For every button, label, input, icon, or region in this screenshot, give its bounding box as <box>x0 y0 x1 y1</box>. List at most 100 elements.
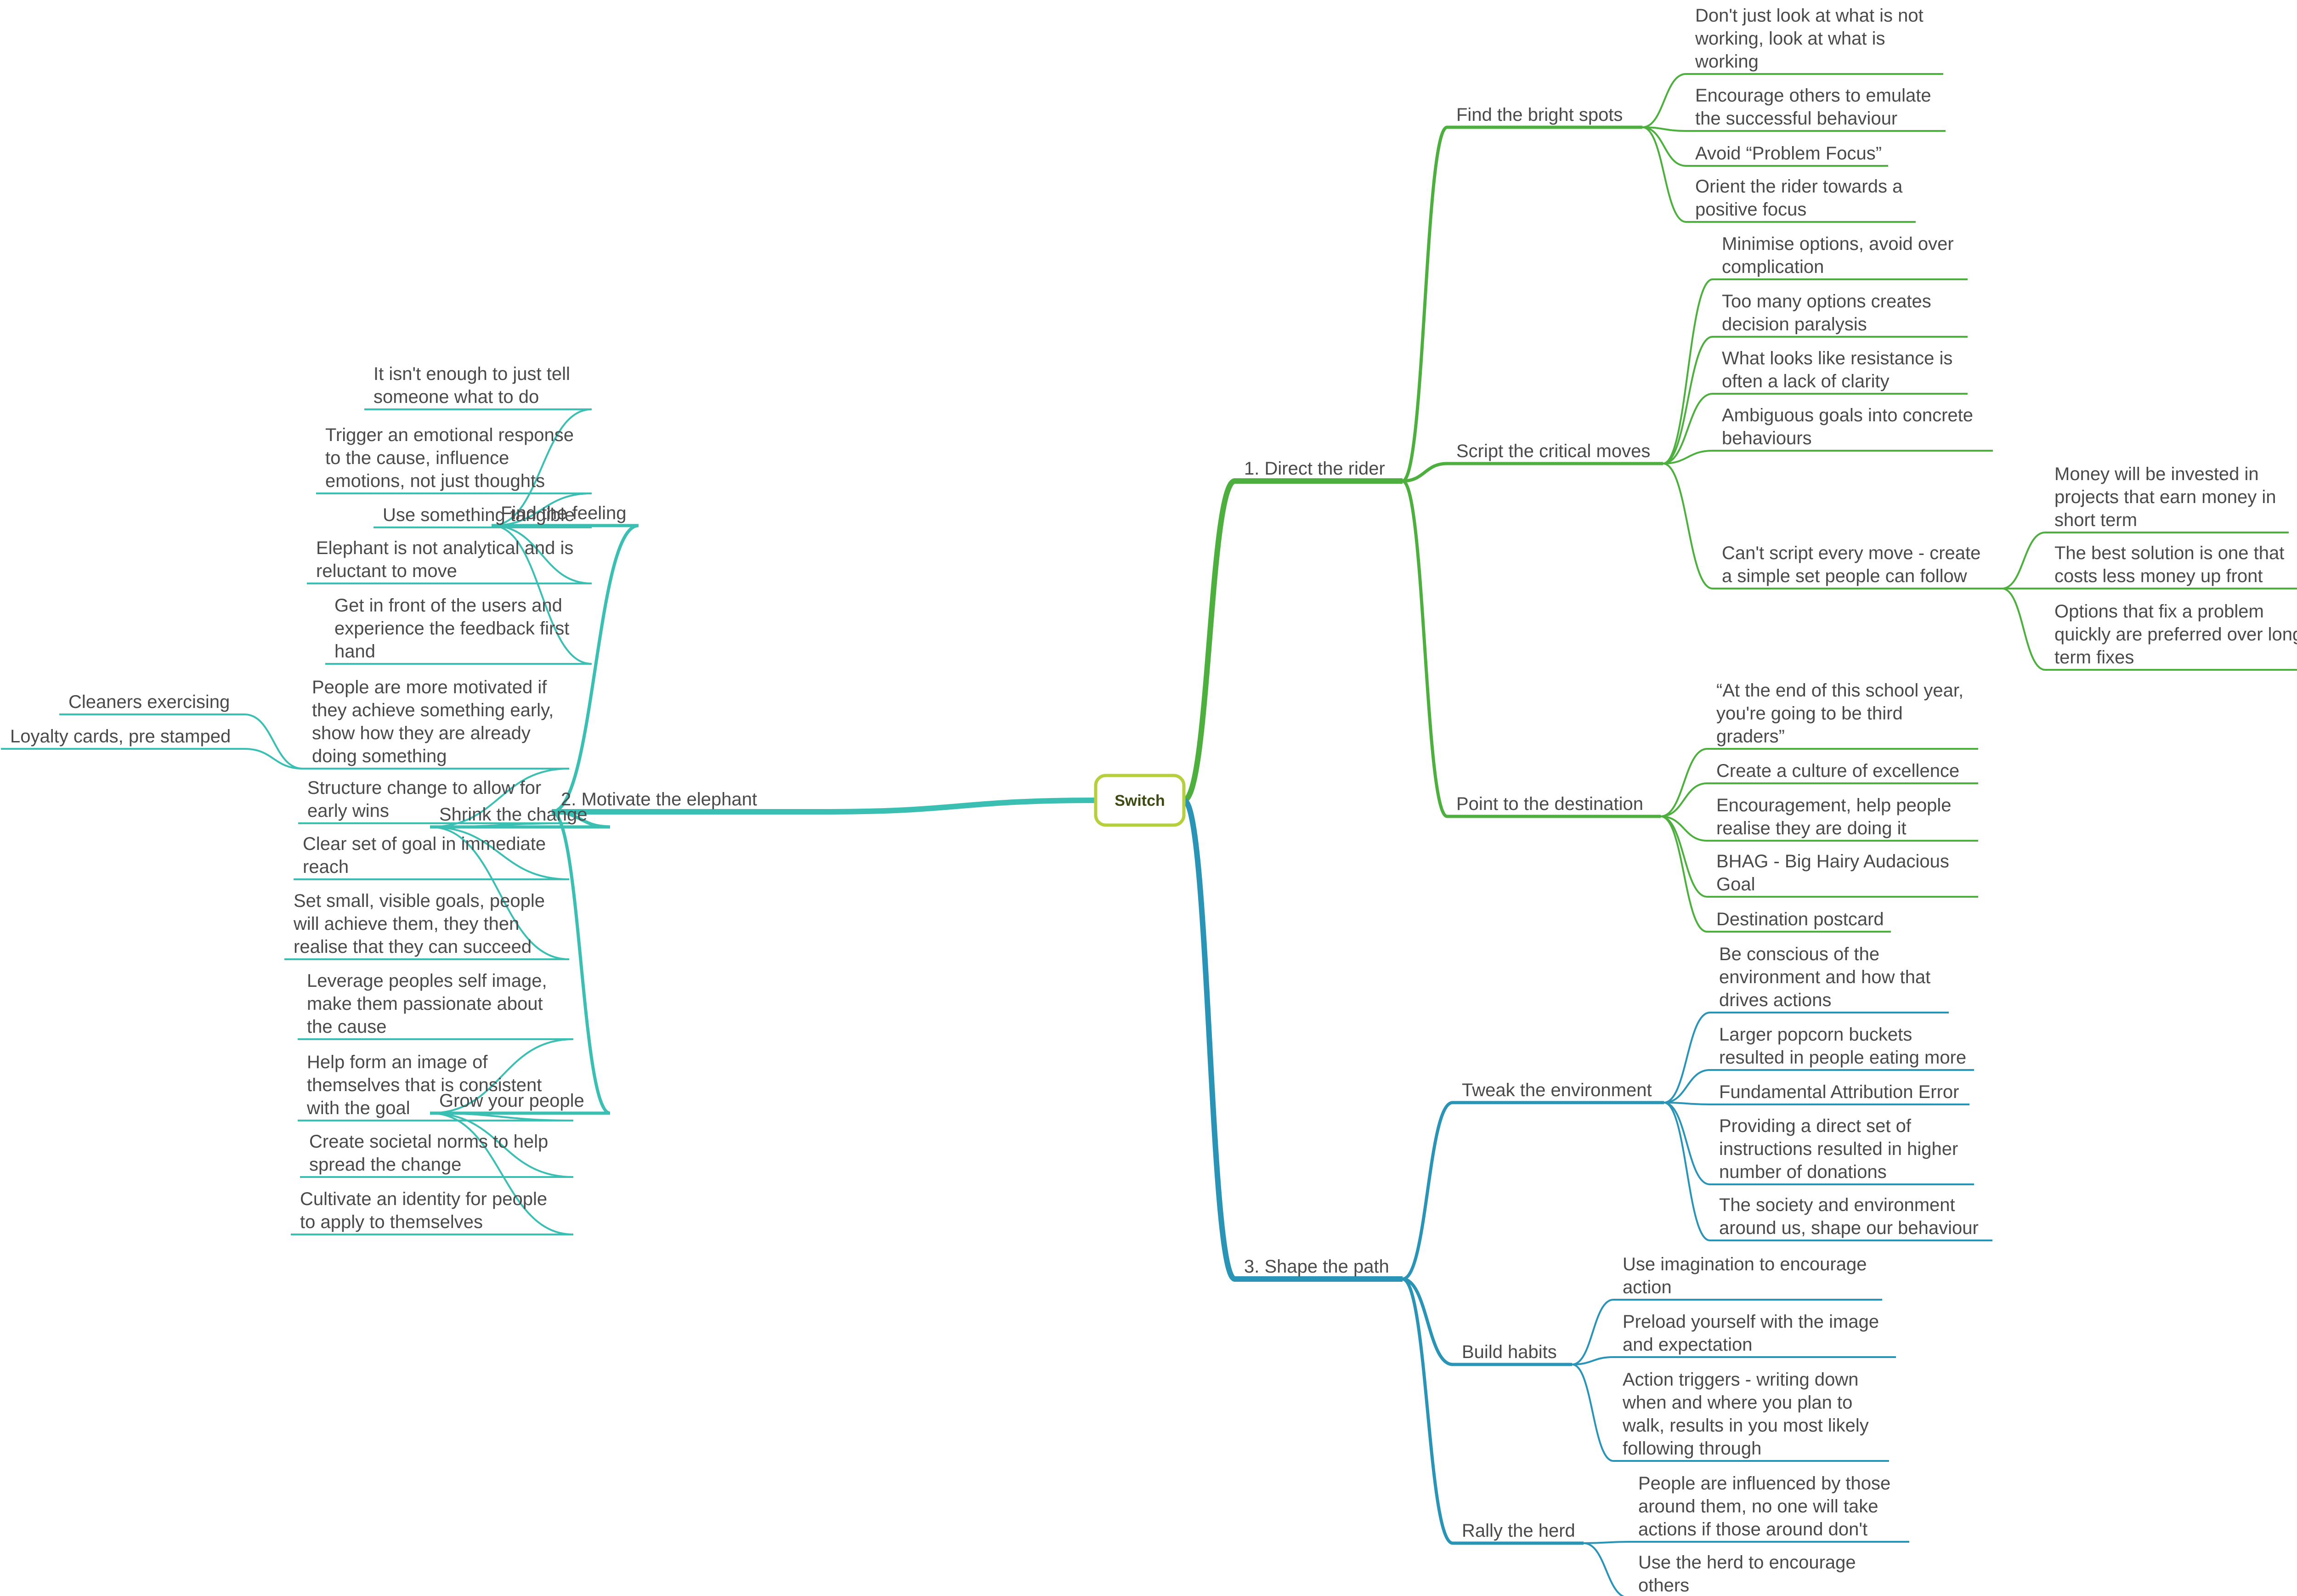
root-box[interactable] <box>1094 774 1186 827</box>
branch-rider-3[interactable]: Point to the destination <box>1456 794 1643 814</box>
branch-rider-2-5-line: a simple set people can follow <box>1722 566 1967 586</box>
branch-path[interactable]: 3. Shape the path <box>1244 1256 1389 1277</box>
branch-elephant-3-3[interactable]: Create societal norms to help spread the … <box>309 1132 548 1175</box>
branch-rider-2-1-connector <box>1663 278 1713 464</box>
root-label: Switch <box>1115 792 1165 809</box>
branch-rider-1-4-line: positive focus <box>1695 199 1806 220</box>
branch-rider-1-1-connector <box>1642 73 1686 128</box>
branch-elephant-2-1-1[interactable]: Cleaners exercising <box>68 692 230 712</box>
branch-elephant-3-3-line: spread the change <box>309 1155 461 1175</box>
branch-path-1-5-connector <box>1663 1102 1710 1241</box>
branch-path-1-1-line: Be conscious of the <box>1719 944 1879 964</box>
branch-elephant-1-5[interactable]: Get in front of the users andexperience … <box>334 595 569 662</box>
branch-path-2-3-line: walk, results in you most likely <box>1622 1415 1869 1436</box>
branch-elephant-3-2-line: Help form an image of <box>307 1052 488 1072</box>
branch-path-3[interactable]: Rally the herd <box>1462 1521 1575 1541</box>
branch-rider-2-5-1-connector <box>2002 532 2046 589</box>
branch-rider[interactable]: 1. Direct the rider <box>1244 458 1385 479</box>
branch-rider-2-4-connector <box>1663 450 1713 464</box>
branch-path-1-5-line: around us, shape our behaviour <box>1719 1218 1979 1238</box>
branch-path-2-3-line: when and where you plan to <box>1622 1392 1852 1413</box>
branch-path-1-4-line: number of donations <box>1719 1162 1887 1182</box>
branch-path-2-2-connector <box>1572 1356 1614 1365</box>
branch-rider-2-5-line: Can't script every move - create <box>1722 543 1980 563</box>
branch-elephant-3-4-line: to apply to themselves <box>300 1212 483 1232</box>
branch-rider-3-1[interactable]: “At the end of this school year,you're g… <box>1716 680 1963 747</box>
branch-elephant-1-2-line: emotions, not just thoughts <box>325 471 545 491</box>
branch-elephant-1[interactable]: Find the feeling <box>501 503 627 523</box>
branch-elephant-connector <box>823 798 1096 815</box>
branch-path-1[interactable]: Tweak the environment <box>1462 1080 1652 1100</box>
root-node[interactable]: Switch <box>1094 774 1186 827</box>
branch-elephant-1-4[interactable]: Elephant is not analytical and isrelucta… <box>316 538 573 581</box>
branch-path-2-label: Build habits <box>1462 1342 1557 1362</box>
branch-elephant-3[interactable]: Grow your people <box>439 1091 584 1111</box>
branch-path-2-connector <box>1402 1277 1453 1366</box>
branch-elephant-2[interactable]: Shrink the change <box>439 804 587 825</box>
branch-rider-label: 1. Direct the rider <box>1244 458 1385 479</box>
branch-rider-3-label: Point to the destination <box>1456 794 1643 814</box>
branch-rider-2[interactable]: Script the critical moves <box>1456 441 1650 461</box>
branch-elephant-3-2[interactable]: Help form an image of themselves that is … <box>306 1052 542 1118</box>
branch-path-1-5-line: The society and environment <box>1719 1195 1955 1215</box>
branch-path-3-1-line: around them, no one will take <box>1638 1496 1878 1517</box>
branch-path-2-3-line: Action triggers - writing down <box>1623 1370 1859 1390</box>
branch-rider-2-5-3-connector <box>2002 588 2046 671</box>
branch-path-2-3-connector <box>1572 1364 1614 1462</box>
branch-elephant-1-3[interactable]: Use something tangible <box>383 505 575 525</box>
branch-elephant-1-2-connector <box>491 492 592 526</box>
branch-path-1-4-line: Providing a direct set of <box>1719 1116 1912 1136</box>
branch-rider-2-5[interactable]: Can't script every move - create a simple… <box>1722 543 1980 586</box>
branch-elephant-2-2-line: Structure change to allow for <box>307 778 541 798</box>
branch-elephant-3-1[interactable]: Leverage peoples self image,make them pa… <box>307 971 547 1037</box>
branch-rider-1-2-line: Encourage others to emulate <box>1695 85 1931 106</box>
branch-elephant[interactable]: 2. Motivate the elephant <box>561 789 757 809</box>
branch-elephant-3-3-line: Create societal norms to help <box>309 1132 548 1152</box>
branch-rider-2-4-line: Ambiguous goals into concrete <box>1722 405 1973 425</box>
branch-rider-1-3[interactable]: Avoid “Problem Focus” <box>1695 143 1882 164</box>
branch-elephant-2-1-2[interactable]: Loyalty cards, pre stamped <box>10 726 231 747</box>
branch-elephant-2-4-connector <box>430 826 570 960</box>
branch-path-connector <box>1182 798 1236 1282</box>
branch-rider-3-3-line: realise they are doing it <box>1716 818 1907 838</box>
branch-elephant-1-5-line: Get in front of the users and <box>334 595 562 616</box>
branch-rider-2-2-line: decision paralysis <box>1722 314 1867 334</box>
branch-rider-1[interactable]: Find the bright spots <box>1456 105 1623 125</box>
branch-rider-3-5[interactable]: Destination postcard <box>1716 909 1884 929</box>
branch-rider-3-2[interactable]: Create a culture of excellence <box>1716 761 1959 781</box>
branch-rider-3-2-line: Create a culture of excellence <box>1716 761 1959 781</box>
branch-path-2[interactable]: Build habits <box>1462 1342 1557 1362</box>
branch-path-1-3[interactable]: Fundamental Attribution Error <box>1719 1082 1959 1102</box>
branch-elephant-2-1-1-connector <box>244 713 303 770</box>
branch-elephant-3-2-line: themselves that is consistent <box>307 1075 542 1095</box>
branch-elephant-3-1-line: the cause <box>307 1017 386 1037</box>
branch-path-1-5[interactable]: The society and environment around us, sh… <box>1719 1195 1979 1238</box>
